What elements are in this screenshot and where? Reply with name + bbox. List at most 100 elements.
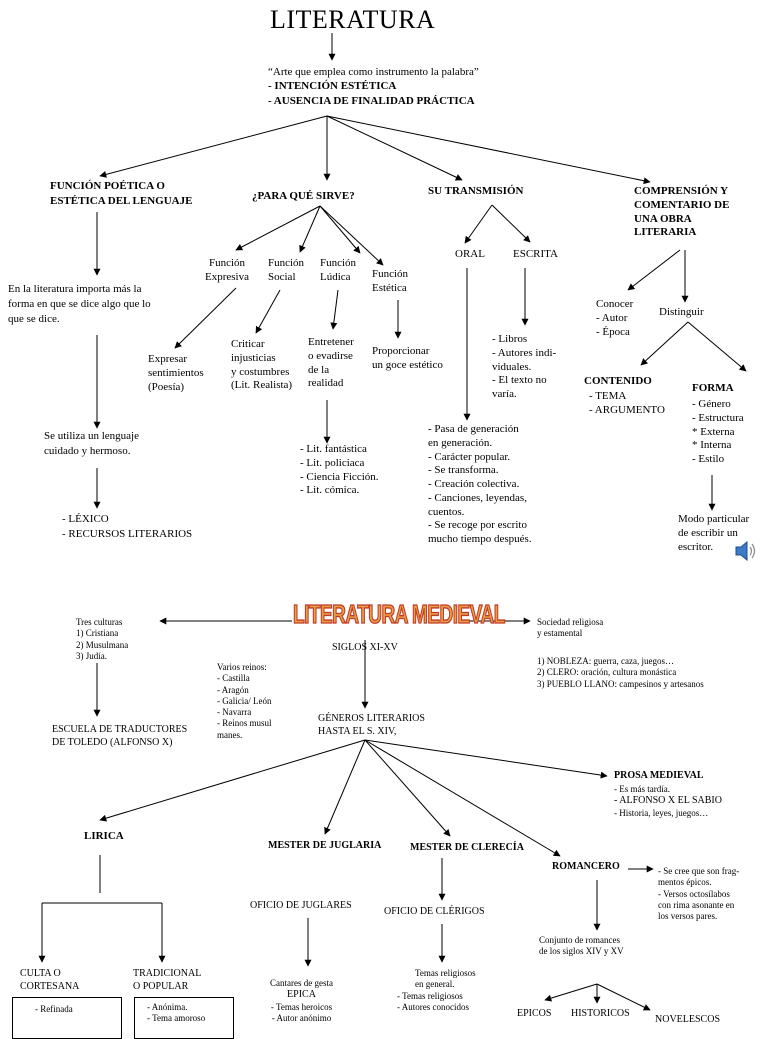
social-desc-2: injusticias: [231, 351, 276, 364]
temas-line: en general.: [415, 979, 455, 990]
definition-line-1: - INTENCIÓN ESTÉTICA: [268, 80, 397, 92]
romancero-note: mentos épicos.: [658, 877, 712, 888]
temas-line: - Autores conocidos: [397, 1001, 469, 1012]
escrita-label: ESCRITA: [513, 248, 558, 260]
ludica-desc-1: Entretener: [308, 336, 354, 348]
romancero-note: los versos pares.: [658, 911, 718, 921]
tradicional-box: - Anónima. - Tema amoroso: [134, 997, 234, 1039]
forma-item: - Estructura: [692, 411, 744, 424]
oral-label: ORAL: [455, 248, 485, 260]
tradicional-item: - Anónima.: [147, 1002, 188, 1012]
conjunto-line: Conjunto de romances: [539, 935, 620, 945]
oral-list-item: - Pasa de generación: [428, 423, 519, 435]
prosa-item: - Historia, leyes, juegos…: [614, 807, 709, 818]
escrita-list-item: - Libros: [492, 333, 528, 345]
reinos-line: Varios reinos:: [217, 662, 267, 672]
escrita-list-item: varía.: [492, 388, 517, 400]
cantares-line: - Autor anónimo: [271, 1013, 332, 1023]
ludica-desc-2: o evadirse: [308, 349, 353, 362]
recursos-item: - RECURSOS LITERARIOS: [62, 528, 193, 540]
generos-line-2: HASTA EL S. XIV,: [318, 725, 397, 737]
culturas-line: 3) Judía.: [76, 650, 107, 661]
generos-label: GÉNEROS LITERARIOS HASTA EL S. XIV,: [318, 713, 425, 738]
temas-line: Temas religiosos: [415, 968, 476, 978]
cantares-line: Cantares de gesta: [270, 978, 333, 988]
culturas-line: Tres culturas: [76, 617, 123, 627]
conocer-item: - Época: [596, 325, 630, 338]
ludica-desc: Entretener o evadirse de la realidad: [308, 336, 354, 391]
comprension-heading-3: UNA OBRA: [634, 212, 692, 225]
funcion-estetica-2: Estética: [372, 281, 407, 294]
romancero-note: con rima asonante en: [658, 899, 735, 910]
epicos-label: EPICOS: [517, 1008, 552, 1019]
speaker-icon[interactable]: [733, 538, 759, 564]
estamento-item: 1) NOBLEZA: guerra, caza, juegos…: [537, 656, 674, 666]
expresiva-desc-3: (Poesía): [148, 380, 185, 393]
tradicional-label: TRADICIONAL O POPULAR: [133, 968, 201, 993]
cantares-line: EPICA: [287, 989, 316, 1001]
comprension-heading-1: COMPRENSIÓN Y: [634, 185, 729, 197]
prosa-item: - Es más tardía.: [614, 784, 670, 794]
contenido-item: - TEMA: [589, 390, 627, 402]
oral-list-item: - Se transforma.: [428, 464, 499, 477]
funcion-poetica-desc-2: forma en que se dice algo que lo: [8, 298, 151, 310]
tradicional-item: - Tema amoroso: [147, 1013, 206, 1024]
oral-list-item: en generación.: [428, 436, 493, 449]
culta-box: - Refinada: [12, 997, 122, 1039]
ludica-desc-3: de la: [308, 363, 330, 376]
historicos-label: HISTORICOS: [571, 1008, 630, 1019]
medieval-title: LITERATURA MEDIEVAL: [293, 601, 506, 631]
ludica-list-item: - Lit. fantástica: [300, 443, 367, 455]
contenido-item: - ARGUMENTO: [589, 403, 665, 416]
oficio-clerigos: OFICIO DE CLÉRIGOS: [384, 906, 485, 917]
conjunto-block: Conjunto de romances de los siglos XIV y…: [539, 935, 624, 958]
conocer-label: Conocer: [596, 298, 634, 310]
reinos-line: manes.: [217, 729, 243, 740]
forma-item: * Externa: [692, 425, 735, 438]
escrita-list-item: - Autores indi-: [492, 346, 557, 359]
ludica-list-item: - Ciencia Ficción.: [300, 470, 379, 483]
forma-list: - Género - Estructura * Externa * Intern…: [692, 398, 744, 467]
oficio-juglares: OFICIO DE JUGLARES: [250, 900, 352, 911]
modo-desc-2: de escribir un: [678, 526, 738, 539]
definition-quote: “Arte que emplea como instrumento la pal…: [268, 66, 479, 78]
conocer-item: - Autor: [596, 311, 628, 324]
tradicional-line-2: O POPULAR: [133, 980, 189, 992]
funcion-social-1: Función: [268, 257, 305, 269]
ludica-list-item: - Lit. cómica.: [300, 484, 360, 497]
reinos-line: - Reinos musul: [217, 718, 272, 729]
oral-list-item: - Creación colectiva.: [428, 478, 520, 490]
conjunto-line: de los siglos XIV y XV: [539, 946, 624, 957]
funcion-ludica-1: Función: [320, 257, 357, 269]
contenido-list: - TEMA - ARGUMENTO: [589, 390, 665, 418]
culta-line-2: CORTESANA: [20, 980, 80, 992]
sociedad-line-1: Sociedad religiosa: [537, 617, 604, 627]
estamento-item: 2) CLERO: oración, cultura monástica: [537, 667, 677, 678]
main-title: LITERATURA: [270, 5, 436, 34]
estetica-desc-1: Proporcionar: [372, 345, 430, 357]
reinos-line: - Galicia/ León: [217, 695, 272, 706]
juglaria-heading: MESTER DE JUGLARIA: [268, 840, 382, 851]
funcion-ludica-2: Lúdica: [320, 270, 351, 283]
tradicional-line-1: TRADICIONAL: [133, 968, 202, 979]
forma-item: - Estilo: [692, 453, 725, 465]
funcion-poetica-heading-1: FUNCIÓN POÉTICA O: [50, 180, 165, 192]
definition-line-2: - AUSENCIA DE FINALIDAD PRÁCTICA: [268, 95, 475, 107]
conocer-block: Conocer - Autor - Época: [596, 298, 633, 339]
escuela-line-1: ESCUELA DE TRADUCTORES: [52, 724, 188, 735]
escrita-list: - Libros - Autores indi- viduales. - El …: [492, 333, 556, 402]
sociedad-line-2: y estamental: [537, 628, 583, 639]
escuela-line-2: DE TOLEDO (ALFONSO X): [52, 736, 173, 748]
romancero-heading: ROMANCERO: [552, 861, 620, 872]
contenido-heading: CONTENIDO: [584, 375, 652, 387]
escrita-list-item: - El texto no: [492, 374, 547, 387]
expresiva-desc-2: sentimientos: [148, 366, 204, 379]
transmision-heading: SU TRANSMISIÓN: [428, 185, 524, 197]
forma-item: - Género: [692, 398, 731, 410]
culturas-line: 1) Cristiana: [76, 628, 119, 639]
clerecia-heading: MESTER DE CLERECÍA: [410, 842, 524, 853]
funcion-poetica-heading-2: ESTÉTICA DEL LENGUAJE: [50, 195, 193, 207]
ludica-desc-4: realidad: [308, 377, 344, 390]
modo-desc-1: Modo particular: [678, 513, 750, 525]
